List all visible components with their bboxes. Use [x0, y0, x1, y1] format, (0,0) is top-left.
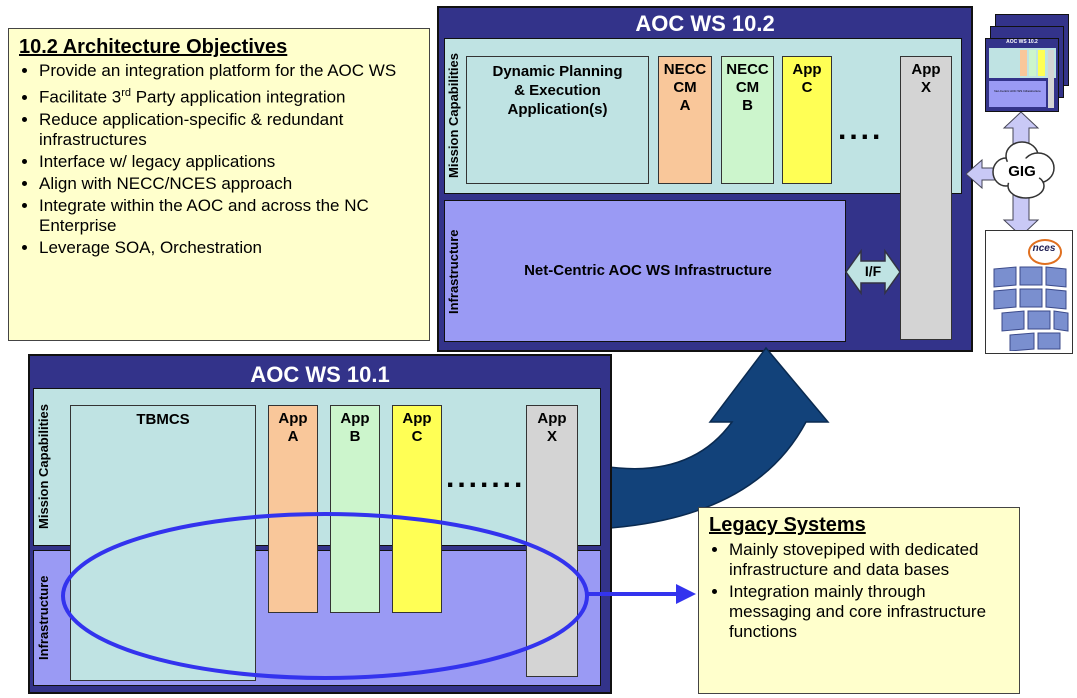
nces-blocks-graphic	[993, 266, 1069, 351]
app-label-line3: B	[742, 97, 753, 114]
objective-superscript: rd	[121, 87, 131, 99]
objective-item: Leverage SOA, Orchestration	[39, 238, 419, 258]
app-label-line2: B	[349, 428, 361, 445]
thumbnail-title: AOC WS 10.2	[1006, 39, 1038, 45]
legacy-pointer-arrowhead	[676, 584, 696, 604]
legacy-item: Mainly stovepiped with dedicated infrast…	[729, 540, 1009, 580]
app-label-line1: App	[340, 410, 370, 427]
ws101-app-b: App B	[330, 405, 380, 613]
app-label-line2: CM	[735, 79, 760, 96]
app-label-line1: App	[278, 410, 308, 427]
app-label-line1: NECC	[726, 61, 769, 78]
interface-label: I/F	[864, 263, 882, 279]
ws101-app-c: App C	[392, 405, 442, 613]
migration-arrow	[601, 346, 830, 529]
ws102-app-necc-cm-b: NECC CM B	[721, 56, 774, 184]
thumbnail-infra-text: Net-Centric AOC WS Infrastructure	[994, 89, 1041, 93]
app-label-line3: A	[679, 97, 691, 114]
ws102-app-x: App X	[900, 56, 952, 340]
nces-diagram-image: nces	[985, 230, 1073, 354]
ws101-tbmcs-label: TBMCS	[136, 411, 190, 428]
legacy-highlight-ellipse	[61, 512, 589, 680]
app-label-line1: App	[402, 410, 432, 427]
ws102-planning-app	[466, 56, 649, 184]
app-label-line1: App	[911, 61, 941, 78]
app-label-line1: NECC	[663, 61, 707, 78]
objective-item: Integrate within the AOC and across the …	[39, 196, 419, 236]
objectives-title: 10.2 Architecture Objectives	[19, 36, 288, 58]
ws102-more-apps-ellipsis: ....	[838, 113, 884, 146]
interface-double-arrow	[845, 248, 901, 296]
ws102-planning-app-label: Dynamic Planning & Execution Application…	[492, 63, 623, 118]
thumbnail-app-green	[1029, 50, 1036, 76]
objective-item: Align with NECC/NCES approach	[39, 174, 419, 194]
app-label-line1: App	[792, 61, 822, 78]
ws102-mission-label: Mission Capabilities	[446, 53, 461, 179]
gig-label: GIG	[1008, 163, 1036, 180]
app-label-line2: CM	[673, 79, 697, 96]
legacy-title: Legacy Systems	[709, 514, 866, 536]
app-label-line2: C	[801, 79, 813, 96]
thumbnail-app-yellow	[1038, 50, 1045, 76]
app-label-line1: App	[537, 410, 567, 427]
thumbnail-app-orange	[1020, 50, 1027, 76]
ws102-app-necc-cm-a: NECC CM A	[658, 56, 712, 184]
app-label-line2: C	[411, 428, 423, 445]
gig-connector	[966, 112, 1055, 236]
thumbnail-infra-band	[989, 81, 1046, 107]
ws101-app-x: App X	[526, 405, 578, 677]
objectives-list: Provide an integration platform for the …	[19, 61, 419, 258]
ws102-infrastructure-band	[444, 200, 846, 342]
ws-thumbnail-front: AOC WS 10.2 Net-Centric AOC WS Infrastru…	[985, 38, 1059, 112]
legacy-item: Integration mainly through messaging and…	[729, 582, 1009, 642]
objective-text: Facilitate 3	[39, 87, 122, 107]
ws101-title: AOC WS 10.1	[250, 362, 390, 387]
ws102-infrastructure-text: Net-Centric AOC WS Infrastructure	[524, 262, 772, 279]
objective-item: Facilitate 3rd Party application integra…	[39, 83, 419, 108]
app-label-line2: X	[920, 79, 931, 96]
objective-item: Reduce application-specific & redundant …	[39, 110, 419, 150]
objective-text: Party application integration	[130, 87, 346, 107]
legacy-highlight	[61, 512, 696, 680]
nces-logo-text: nces	[1032, 243, 1056, 254]
legacy-note: Legacy Systems Mainly stovepiped with de…	[698, 507, 1020, 694]
ws101-more-apps-ellipsis: .......	[446, 461, 526, 494]
objectives-note: 10.2 Architecture Objectives Provide an …	[8, 28, 430, 341]
thumbnail-app-gray	[1048, 50, 1054, 108]
ws102-app-c: App C	[782, 56, 832, 184]
nces-logo	[1028, 239, 1062, 265]
app-label-line2: X	[546, 428, 557, 445]
ws101-tbmcs-app	[70, 405, 256, 681]
objective-item: Interface w/ legacy applications	[39, 152, 419, 172]
app-label-line2: A	[287, 428, 299, 445]
ws-thumbnail-stack: AOC WS 10.2 Net-Centric AOC WS Infrastru…	[985, 14, 1071, 114]
legacy-list: Mainly stovepiped with dedicated infrast…	[709, 540, 1009, 642]
ws102-infrastructure-label: Infrastructure	[446, 229, 461, 315]
ws101-app-a: App A	[268, 405, 318, 613]
objective-item: Provide an integration platform for the …	[39, 61, 419, 81]
ws102-title: AOC WS 10.2	[635, 11, 775, 36]
